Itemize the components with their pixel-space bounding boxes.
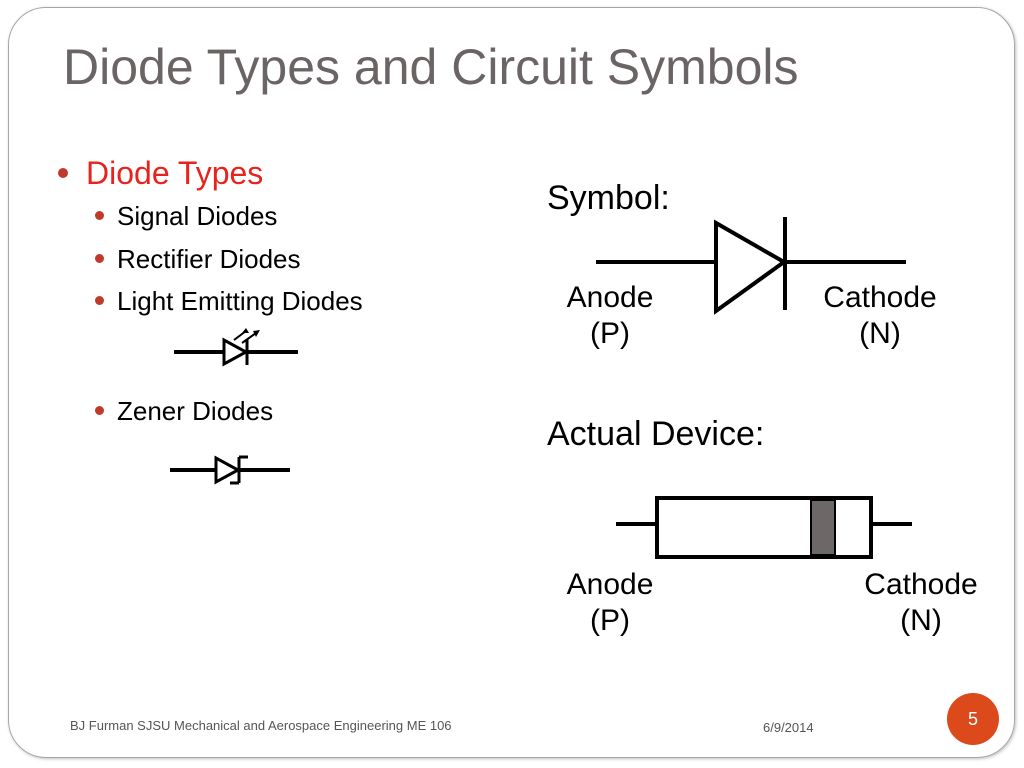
slide-title: Diode Types and Circuit Symbols xyxy=(63,39,799,95)
bullet-zener-diodes: Zener Diodes xyxy=(117,396,274,426)
bullet-rectifier-diodes: Rectifier Diodes xyxy=(117,244,301,274)
footer-credit: BJ Furman SJSU Mechanical and Aerospace … xyxy=(70,718,452,733)
bullet-signal-diodes: Signal Diodes xyxy=(117,201,278,231)
bullet-led: Light Emitting Diodes xyxy=(117,286,363,316)
cathode-type: (N) xyxy=(900,604,942,637)
footer-date: 6/9/2014 xyxy=(763,720,814,735)
diode-package-icon xyxy=(616,496,912,559)
bullet-dot xyxy=(95,254,104,263)
slide-frame xyxy=(8,7,1015,758)
cathode-name: Cathode xyxy=(823,281,937,314)
actual-device-label: Actual Device: xyxy=(547,415,765,453)
led-symbol-icon xyxy=(174,328,298,367)
anode-type: (P) xyxy=(590,604,630,637)
bullet-dot xyxy=(95,296,104,305)
symbol-anode-label: Anode (P) xyxy=(550,280,670,352)
cathode-name: Cathode xyxy=(864,568,978,601)
page-number-badge: 5 xyxy=(947,693,999,745)
anode-name: Anode xyxy=(566,568,654,601)
diode-symbol-icon xyxy=(596,217,906,315)
bullet-dot xyxy=(95,211,104,220)
device-cathode-label: Cathode (N) xyxy=(848,567,994,639)
device-anode-label: Anode (P) xyxy=(550,567,670,639)
bullet-dot xyxy=(95,406,104,415)
cathode-type: (N) xyxy=(859,317,901,350)
bullet-dot xyxy=(58,168,68,178)
symbol-cathode-label: Cathode (N) xyxy=(807,280,953,352)
zener-symbol-icon xyxy=(170,455,290,485)
bullet-diode-types: Diode Types xyxy=(86,155,264,191)
symbol-label: Symbol: xyxy=(547,179,670,217)
anode-type: (P) xyxy=(590,317,630,350)
anode-name: Anode xyxy=(566,281,654,314)
